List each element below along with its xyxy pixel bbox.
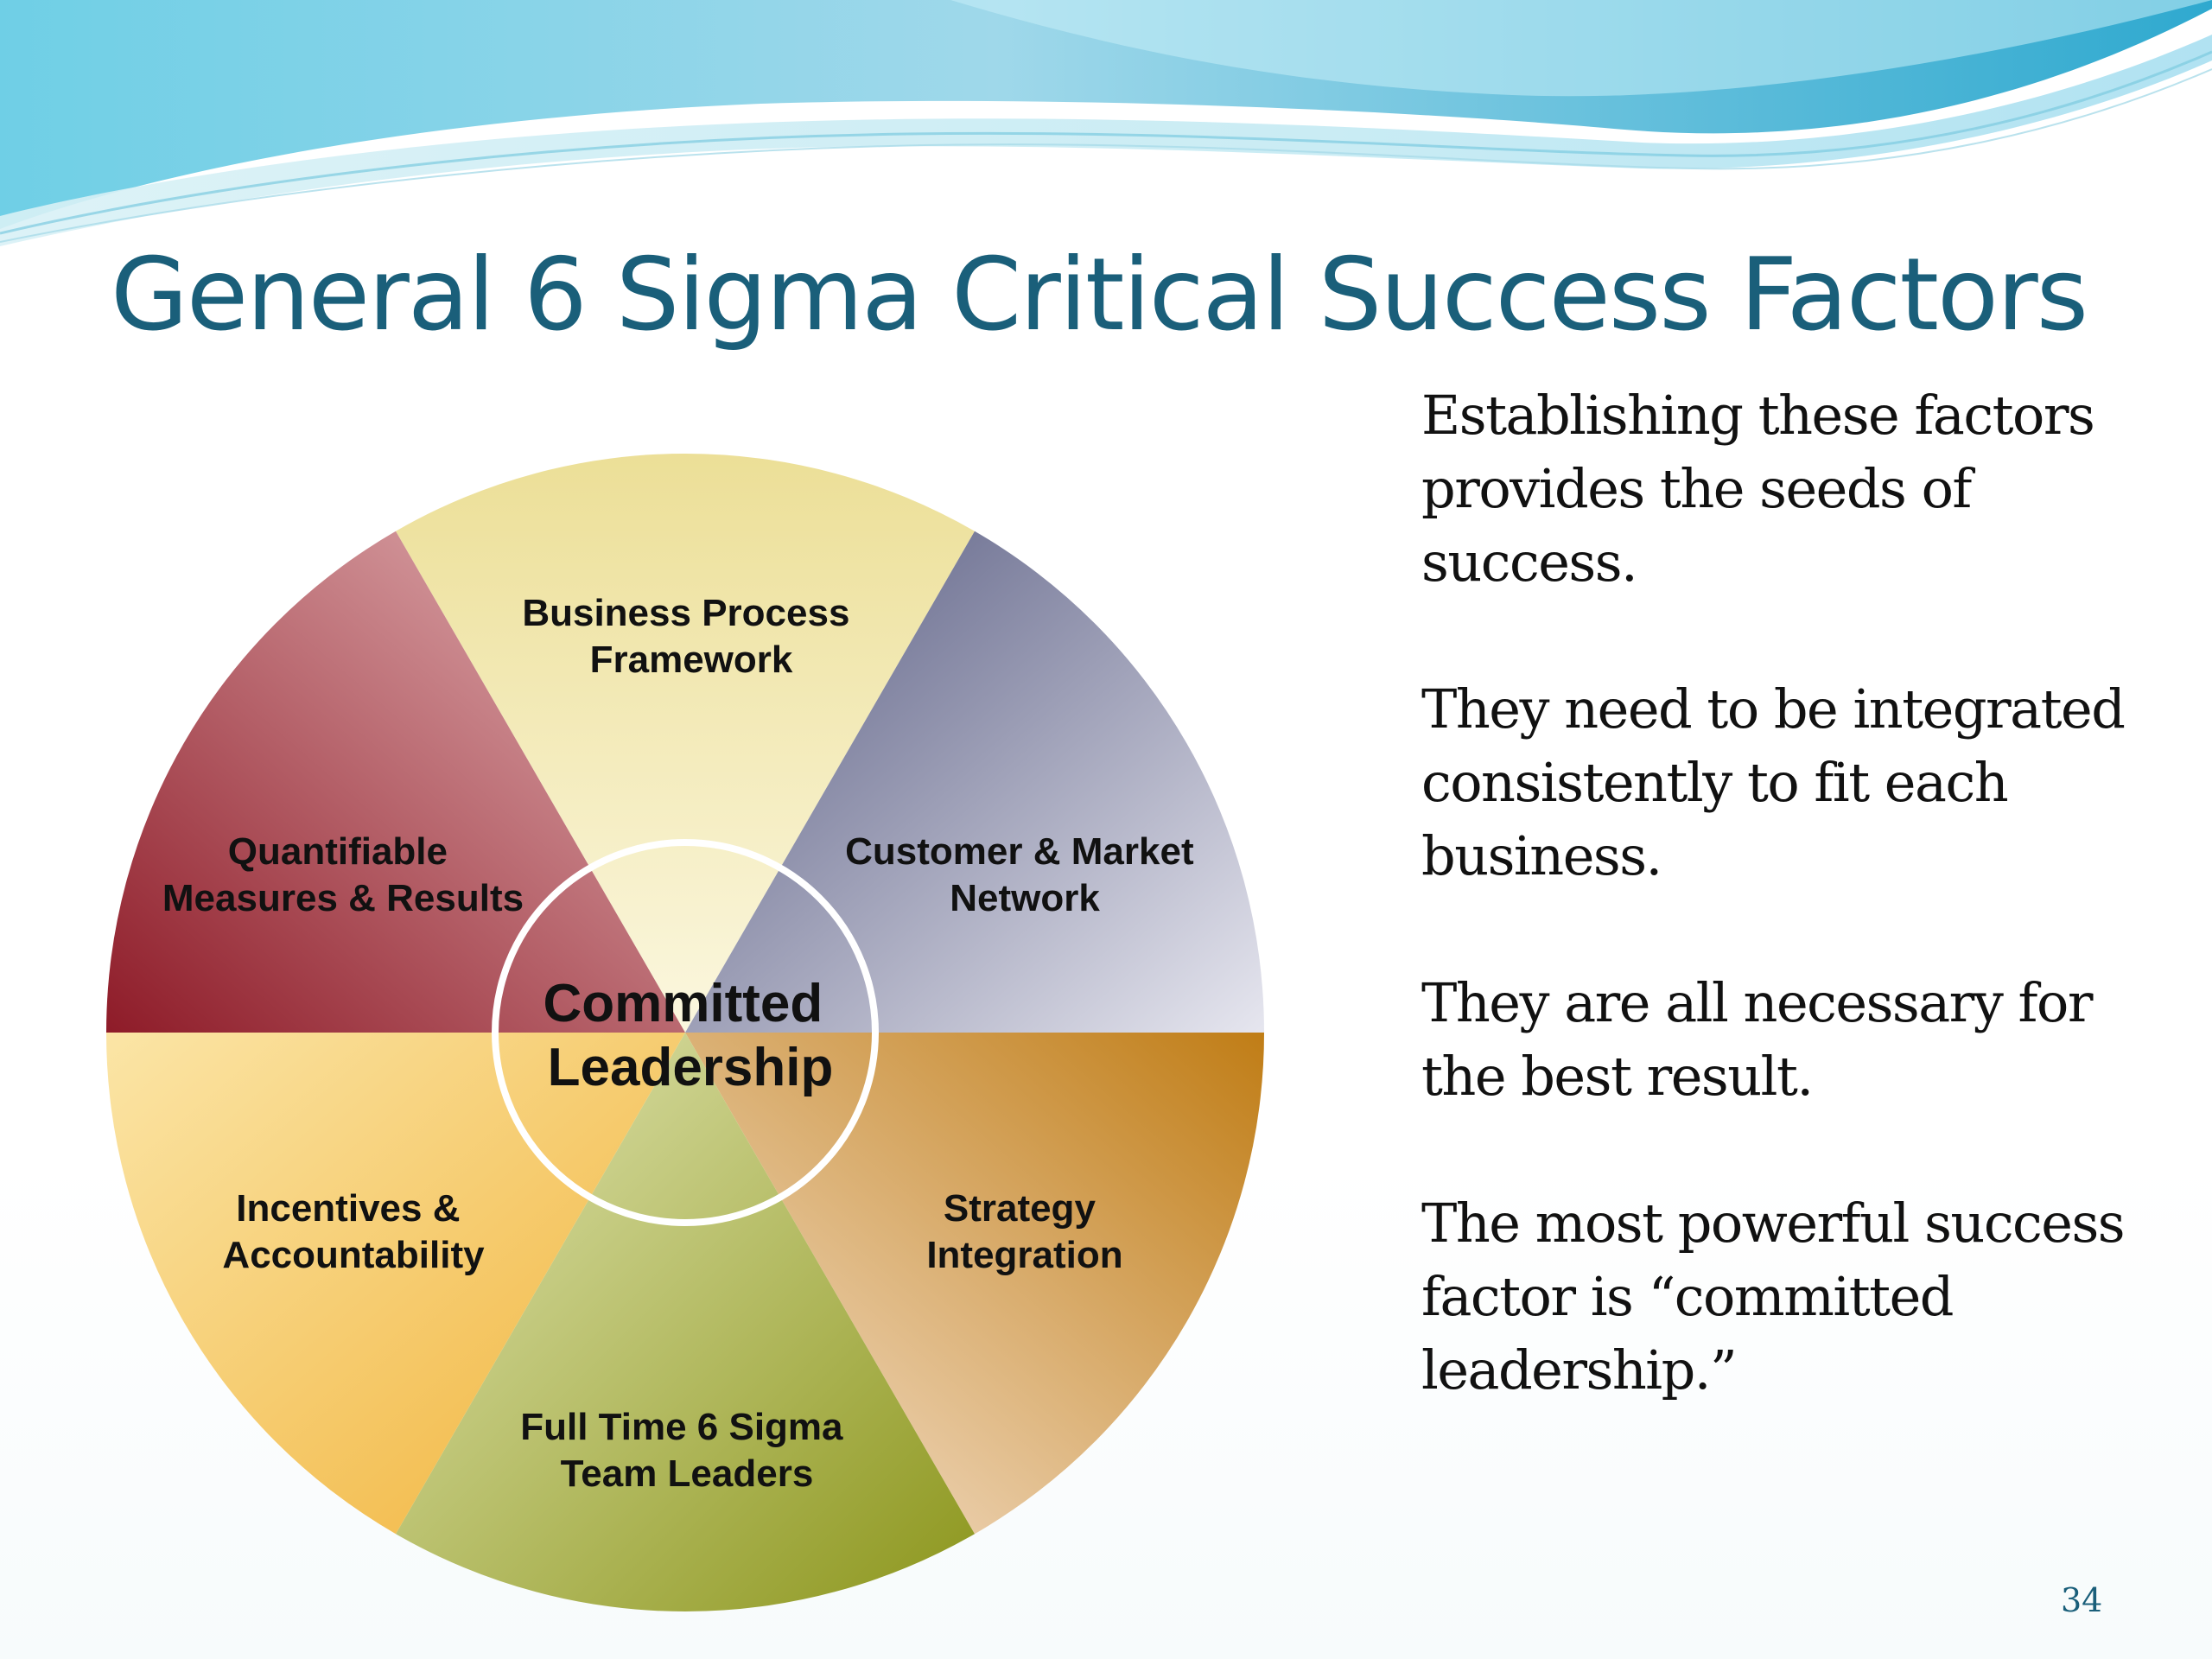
segment-label-lower-left: Incentives & Accountability: [222, 1187, 485, 1276]
body-paragraph-1: Establishing these factors provides the …: [1421, 384, 2095, 594]
page-number: 34: [2061, 1581, 2103, 1619]
segment-label-upper-left: Quantifiable Measures & Results: [162, 830, 524, 919]
segment-label-bottom-line1: Full Time 6 Sigma: [520, 1406, 843, 1448]
header-wave-decoration: [0, 0, 2212, 246]
segment-label-bottom: Full Time 6 Sigma Team Leaders: [520, 1406, 854, 1495]
body-paragraph-3: They are all necessary for the best resu…: [1421, 971, 2093, 1108]
segment-label-bottom-line2: Team Leaders: [561, 1452, 814, 1495]
slide-title: General 6 Sigma Critical Success Factors: [111, 237, 2088, 353]
segment-label-upper-left-line1: Quantifiable: [228, 830, 448, 873]
center-label: Committed Leadership: [543, 974, 837, 1097]
body-paragraph-2: They need to be integrated consistently …: [1421, 677, 2126, 887]
center-label-line1: Committed: [543, 974, 823, 1033]
segment-label-lower-left-line1: Incentives &: [236, 1187, 460, 1230]
segment-label-upper-right: Customer & Market Network: [845, 830, 1205, 919]
success-factors-wheel: Business Process Framework Customer & Ma…: [106, 453, 1264, 1612]
segment-label-lower-right-line1: Strategy: [944, 1187, 1096, 1230]
segment-label-upper-left-line2: Measures & Results: [162, 877, 524, 919]
segment-top: [396, 453, 975, 1033]
body-text: Establishing these factors provides the …: [1421, 378, 2182, 1480]
segment-bottom: [396, 1033, 975, 1612]
segment-label-upper-right-line2: Network: [950, 877, 1100, 919]
center-label-line2: Leadership: [548, 1038, 834, 1097]
segment-label-upper-right-line1: Customer & Market: [845, 830, 1194, 873]
segment-label-lower-left-line2: Accountability: [222, 1234, 485, 1276]
segment-label-lower-right: Strategy Integration: [926, 1187, 1122, 1276]
body-paragraph-4: The most powerful success factor is “com…: [1421, 1192, 2126, 1402]
segment-label-top-line1: Business Process: [522, 592, 849, 634]
segment-label-top-line2: Framework: [590, 639, 793, 681]
center-ring: [492, 839, 879, 1226]
segment-label-lower-right-line2: Integration: [926, 1234, 1122, 1276]
segment-label-top: Business Process Framework: [522, 592, 860, 681]
